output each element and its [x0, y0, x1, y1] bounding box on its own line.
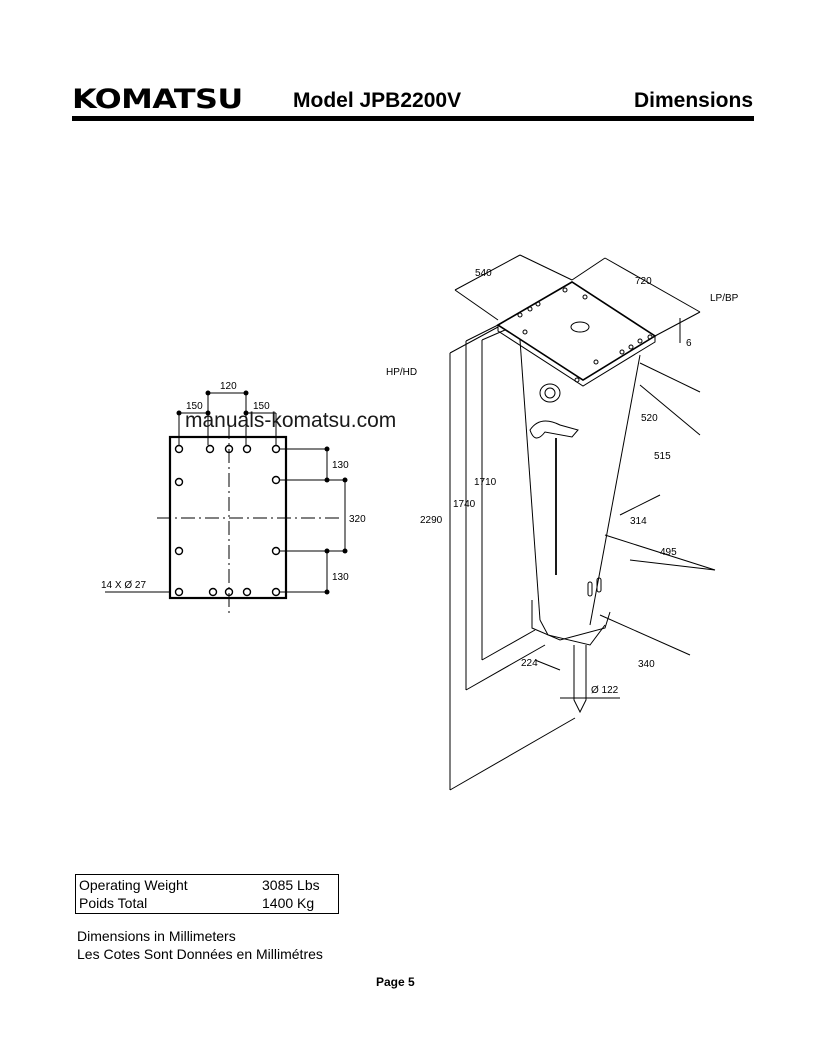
- watermark: manuals-komatsu.com: [185, 409, 397, 432]
- weight-row: Operating Weight 3085 Lbs: [79, 876, 335, 894]
- units-note-en: Dimensions in Millimeters: [77, 928, 236, 944]
- dim-plate-thickness: 6: [686, 338, 692, 349]
- dim-top-right: 150: [253, 401, 270, 412]
- header-rule: [72, 116, 754, 121]
- hole-spec: 14 X Ø 27: [101, 580, 146, 591]
- dim-right-middle: 320: [349, 514, 366, 525]
- weight-label: Poids Total: [79, 895, 148, 911]
- weight-value: 3085 Lbs: [262, 877, 320, 893]
- dim-top-left: 150: [186, 401, 203, 412]
- komatsu-logo: KOMATSU: [72, 84, 243, 115]
- weight-label: Operating Weight: [79, 877, 188, 893]
- dim-width: 720: [635, 276, 652, 287]
- label-lp-bp: LP/BP: [710, 293, 739, 304]
- dim-foot-width: 340: [638, 659, 655, 670]
- weight-table: Operating Weight 3085 Lbs Poids Total 14…: [75, 874, 339, 914]
- breaker-isometric: [449, 254, 716, 791]
- dim-depth: 540: [475, 268, 492, 279]
- label-hp-hd: HP/HD: [386, 367, 417, 378]
- weight-value: 1400 Kg: [262, 895, 315, 911]
- dim-height-plate: 1740: [453, 499, 476, 510]
- dim-height-total: 2290: [420, 515, 443, 526]
- dim-foot-depth: 224: [521, 658, 538, 669]
- dim-mid-width: 515: [654, 451, 671, 462]
- dim-tool-diameter: Ø 122: [591, 685, 619, 696]
- bolt-pattern-diagram: [105, 390, 348, 615]
- dim-lower-depth: 314: [630, 516, 647, 527]
- model-title: Model JPB2200V: [293, 89, 462, 112]
- dim-lower-width: 495: [660, 547, 677, 558]
- dim-right-lower: 130: [332, 572, 349, 583]
- page-number: Page 5: [376, 975, 415, 989]
- units-note-fr: Les Cotes Sont Données en Millimétres: [77, 946, 323, 962]
- section-title: Dimensions: [633, 89, 753, 112]
- weight-row: Poids Total 1400 Kg: [79, 894, 335, 912]
- dim-mid-depth: 520: [641, 413, 658, 424]
- dim-top-center: 120: [220, 381, 237, 392]
- dim-height-body: 1710: [474, 477, 497, 488]
- dim-right-upper: 130: [332, 460, 349, 471]
